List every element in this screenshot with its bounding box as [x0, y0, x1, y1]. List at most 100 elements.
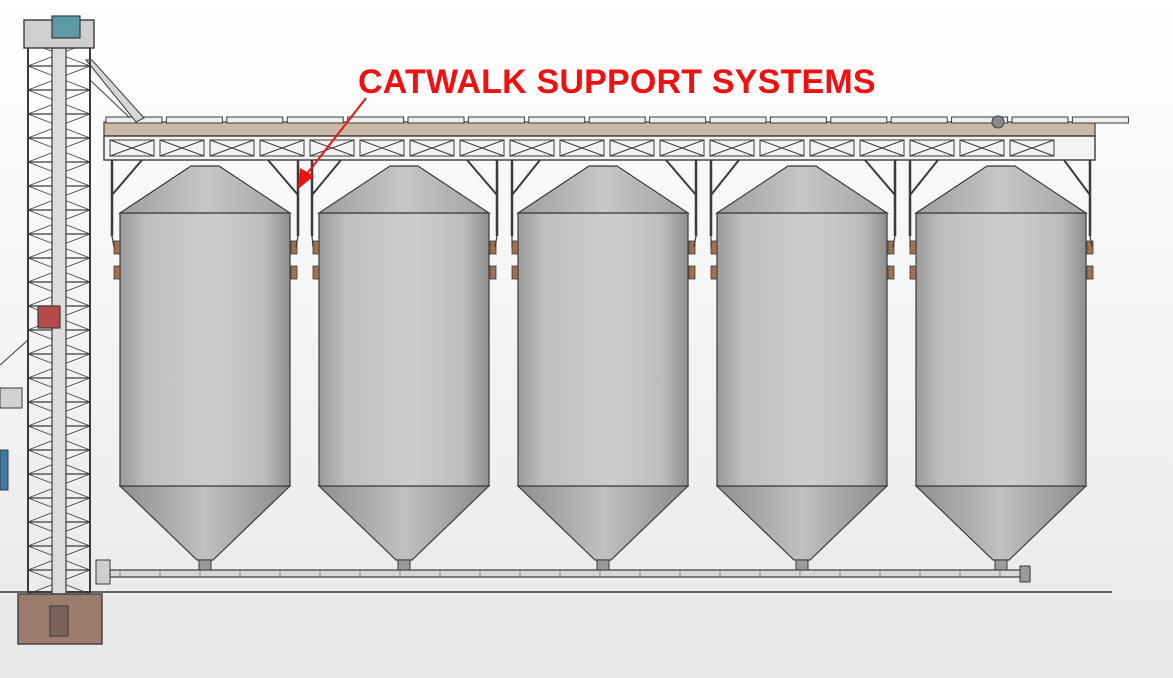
silo-outlet [994, 559, 1008, 571]
truss-brace [759, 139, 805, 157]
callout-label: CATWALK SUPPORT SYSTEMS [358, 63, 876, 101]
silo [113, 165, 298, 571]
truss-panel [459, 139, 505, 157]
catwalk-railing-panel [769, 116, 827, 124]
catwalk-railing-panel [226, 116, 284, 124]
silo-bracket [887, 240, 895, 255]
silo-body [915, 212, 1087, 487]
callout-pointer [298, 97, 367, 189]
catwalk-railing-panel [588, 116, 646, 124]
truss-panel [959, 139, 1005, 157]
silo-bracket [688, 265, 696, 280]
silo-bracket [1086, 240, 1094, 255]
truss-brace [159, 139, 205, 157]
silo-bracket [909, 265, 917, 280]
silo [710, 165, 895, 571]
base-conveyor [109, 569, 1031, 578]
catwalk-layer [103, 115, 1129, 248]
silo-body [716, 212, 888, 487]
catwalk-railing-panel [709, 116, 767, 124]
silo-bracket [113, 265, 121, 280]
conveyor-tail [1019, 565, 1031, 583]
silo-outlet [596, 559, 610, 571]
silo-body [517, 212, 689, 487]
silo-roof [317, 165, 491, 214]
truss-brace [259, 139, 305, 157]
support-strut [111, 159, 143, 196]
side-structure [0, 387, 23, 409]
support-tie [111, 235, 115, 248]
silo-body [318, 212, 490, 487]
truss-panel [709, 139, 755, 157]
support-strut [1063, 159, 1091, 196]
support-strut [511, 159, 541, 196]
catwalk-railing-panel [830, 116, 888, 124]
truss-panel [259, 139, 305, 157]
side-brace [0, 339, 29, 366]
elevator-boot [49, 605, 69, 637]
silo-row [113, 165, 1094, 571]
truss-panel [559, 139, 605, 157]
support-tie [1089, 235, 1093, 248]
catwalk-railing-panel [649, 116, 707, 124]
truss-brace [709, 139, 755, 157]
support-tie [295, 235, 299, 248]
truss-brace [859, 139, 905, 157]
catwalk-deck [103, 121, 1096, 137]
silo-bracket [511, 265, 519, 280]
truss-panel [809, 139, 855, 157]
truss-panel [109, 139, 155, 157]
truss-panel [759, 139, 805, 157]
silo-bracket [710, 240, 718, 255]
silo-outlet [198, 559, 212, 571]
support-tie [311, 235, 314, 248]
silo-bracket [887, 265, 895, 280]
support-strut [864, 159, 896, 196]
support-strut [710, 159, 740, 196]
silo-body [119, 212, 291, 487]
silo-bracket [290, 240, 298, 255]
catwalk-railing-panel [467, 116, 525, 124]
truss-panel [909, 139, 955, 157]
truss-brace [109, 139, 155, 157]
catwalk-railing-panel [347, 116, 405, 124]
truss-brace [209, 139, 255, 157]
silo-bracket [312, 240, 320, 255]
catwalk-railing-panel [1071, 116, 1129, 124]
support-strut [311, 159, 342, 196]
ground-layer [0, 559, 1112, 593]
truss-brace [609, 139, 655, 157]
conveyor-drive [95, 559, 111, 585]
truss-panel [859, 139, 905, 157]
callout-leader [305, 97, 367, 176]
silo [909, 165, 1094, 571]
truss-panel [359, 139, 405, 157]
truss-panel [309, 139, 355, 157]
catwalk-railing-panel [528, 116, 586, 124]
silo-outlet [795, 559, 809, 571]
truss-brace [959, 139, 1005, 157]
truss-panel [659, 139, 705, 157]
silo-bracket [511, 240, 519, 255]
elevator-tower [0, 15, 145, 645]
truss-panel [409, 139, 455, 157]
silo-outlet [397, 559, 411, 571]
support-strut [466, 159, 498, 196]
silo-bracket [1086, 265, 1094, 280]
support-strut [909, 159, 939, 196]
silo-roof [118, 165, 292, 214]
truss-brace [659, 139, 705, 157]
support-strut [665, 159, 697, 196]
support-tie [494, 235, 498, 248]
truss-panel [209, 139, 255, 157]
support-strut [267, 159, 299, 196]
silo-roof [516, 165, 690, 214]
silo-bracket [909, 240, 917, 255]
support-tie [693, 235, 697, 248]
truss-brace [1009, 139, 1055, 157]
truss-panel [509, 139, 555, 157]
catwalk-drive [991, 115, 1005, 129]
spout-brace [89, 79, 131, 119]
